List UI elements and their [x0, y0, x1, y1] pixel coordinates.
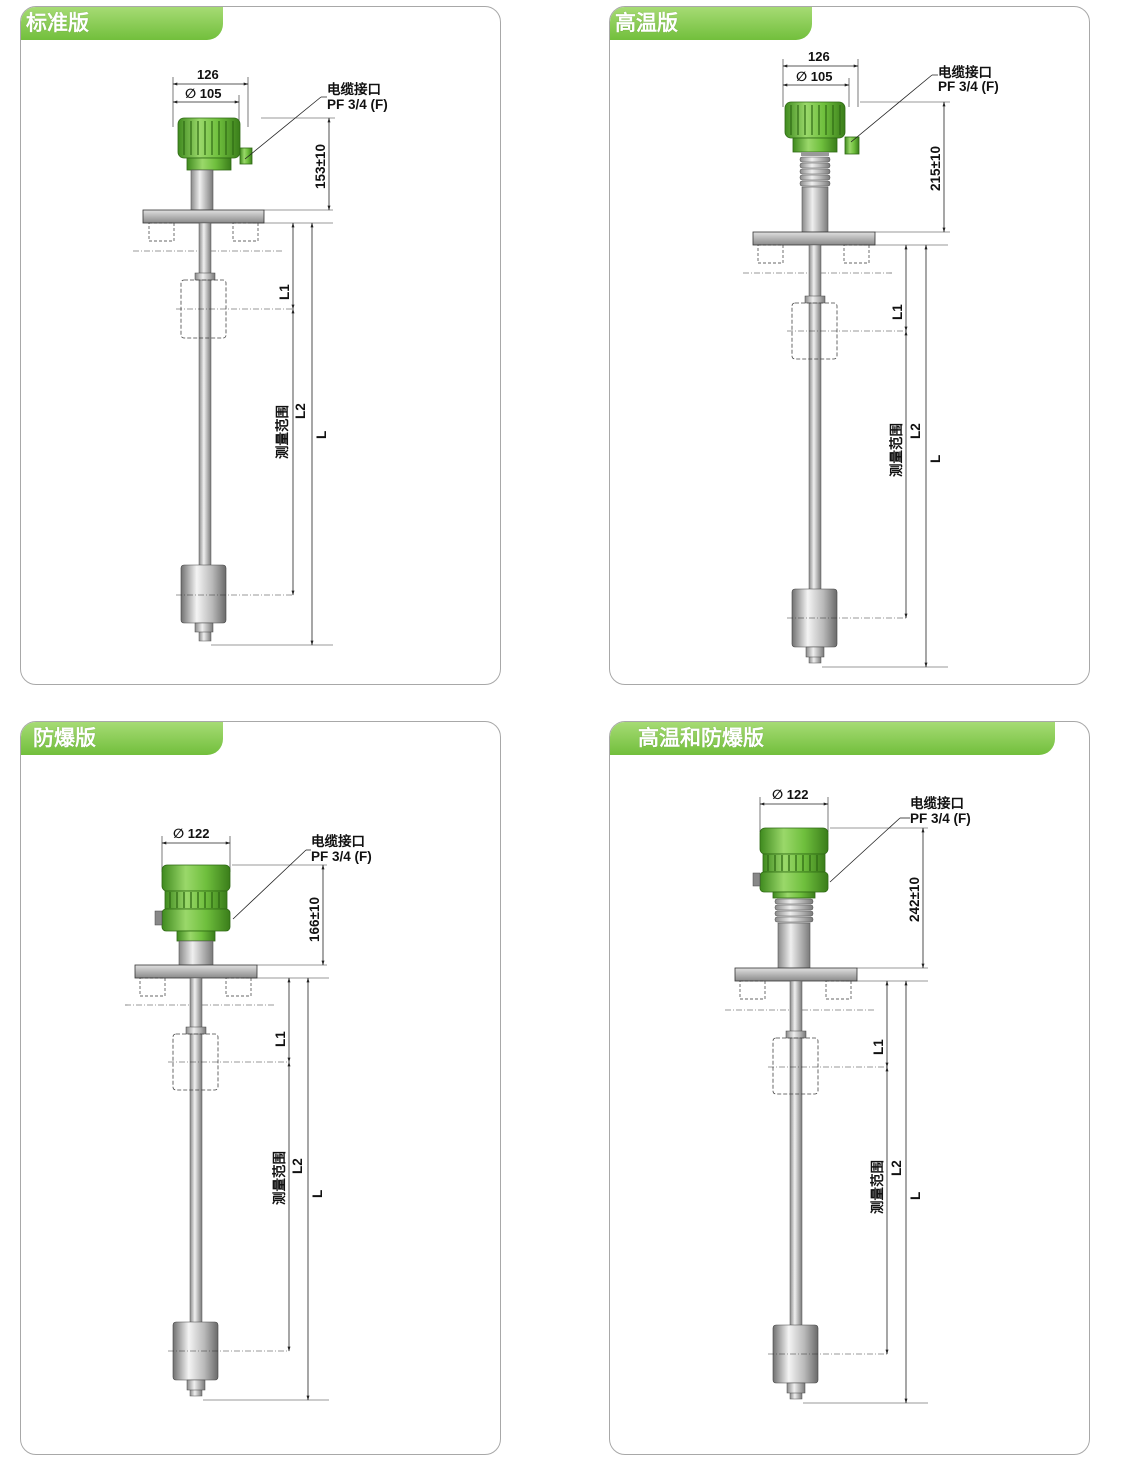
cable-entry-label: 电缆接口 [938, 64, 992, 80]
dim-inner-diameter: ∅ 105 [185, 86, 221, 101]
dim-l1: L1 [890, 304, 905, 320]
panel-standard: 标准版 126 ∅ 105 [20, 6, 501, 685]
dim-height: 153±10 [313, 144, 328, 189]
panel-title: 高温和防爆版 [610, 722, 1055, 755]
dim-l1: L1 [277, 284, 292, 300]
dim-l2: L2 [908, 423, 923, 439]
dim-l: L [310, 1190, 325, 1198]
dim-range-label: 测量范围 [888, 423, 904, 477]
dim-inner-diameter: ∅ 122 [173, 826, 209, 841]
dim-outer-diameter: 126 [808, 49, 830, 64]
float-level-switch-drawing: 126 ∅ 105 1 [133, 67, 388, 646]
dim-range-label: 测量范围 [869, 1160, 885, 1214]
dim-l: L [314, 431, 329, 439]
dim-range-label: 测量范围 [271, 1151, 287, 1205]
dim-height: 242±10 [907, 877, 922, 922]
dim-inner-diameter: ∅ 122 [772, 787, 808, 802]
panel-title: 标准版 [21, 7, 223, 40]
dim-l2: L2 [290, 1158, 305, 1174]
cable-entry-label: 电缆接口 [327, 81, 381, 97]
float-level-switch-drawing: 126 ∅ 105 [743, 49, 999, 668]
dim-l: L [908, 1192, 923, 1200]
dim-height: 215±10 [928, 146, 943, 191]
dim-l2: L2 [293, 403, 308, 419]
dim-l1: L1 [871, 1039, 886, 1055]
dim-l2: L2 [889, 1160, 904, 1176]
dim-height: 166±10 [307, 897, 322, 942]
cable-thread-label: PF 3/4 (F) [938, 79, 999, 94]
dim-range-label: 测量范围 [274, 405, 290, 459]
panel-high-temp: 高温版 126 ∅ 105 [609, 6, 1090, 685]
cable-thread-label: PF 3/4 (F) [311, 849, 372, 864]
dim-l1: L1 [273, 1031, 288, 1047]
panel-title: 防爆版 [21, 722, 223, 755]
float-level-switch-drawing: ∅ 122 242±10 [725, 787, 971, 1404]
float-level-switch-drawing: ∅ 122 166±10 L1 L2 [125, 826, 372, 1401]
dim-inner-diameter: ∅ 105 [796, 69, 832, 84]
cable-entry-label: 电缆接口 [311, 833, 365, 849]
panel-high-temp-explosion-proof: 高温和防爆版 ∅ 122 2 [609, 721, 1090, 1455]
cable-thread-label: PF 3/4 (F) [327, 97, 388, 112]
panel-explosion-proof: 防爆版 ∅ 122 166±10 L1 [20, 721, 501, 1455]
panel-title: 高温版 [610, 7, 812, 40]
dim-l: L [928, 455, 943, 463]
cable-entry-label: 电缆接口 [910, 795, 964, 811]
dim-outer-diameter: 126 [197, 67, 219, 82]
cable-thread-label: PF 3/4 (F) [910, 811, 971, 826]
